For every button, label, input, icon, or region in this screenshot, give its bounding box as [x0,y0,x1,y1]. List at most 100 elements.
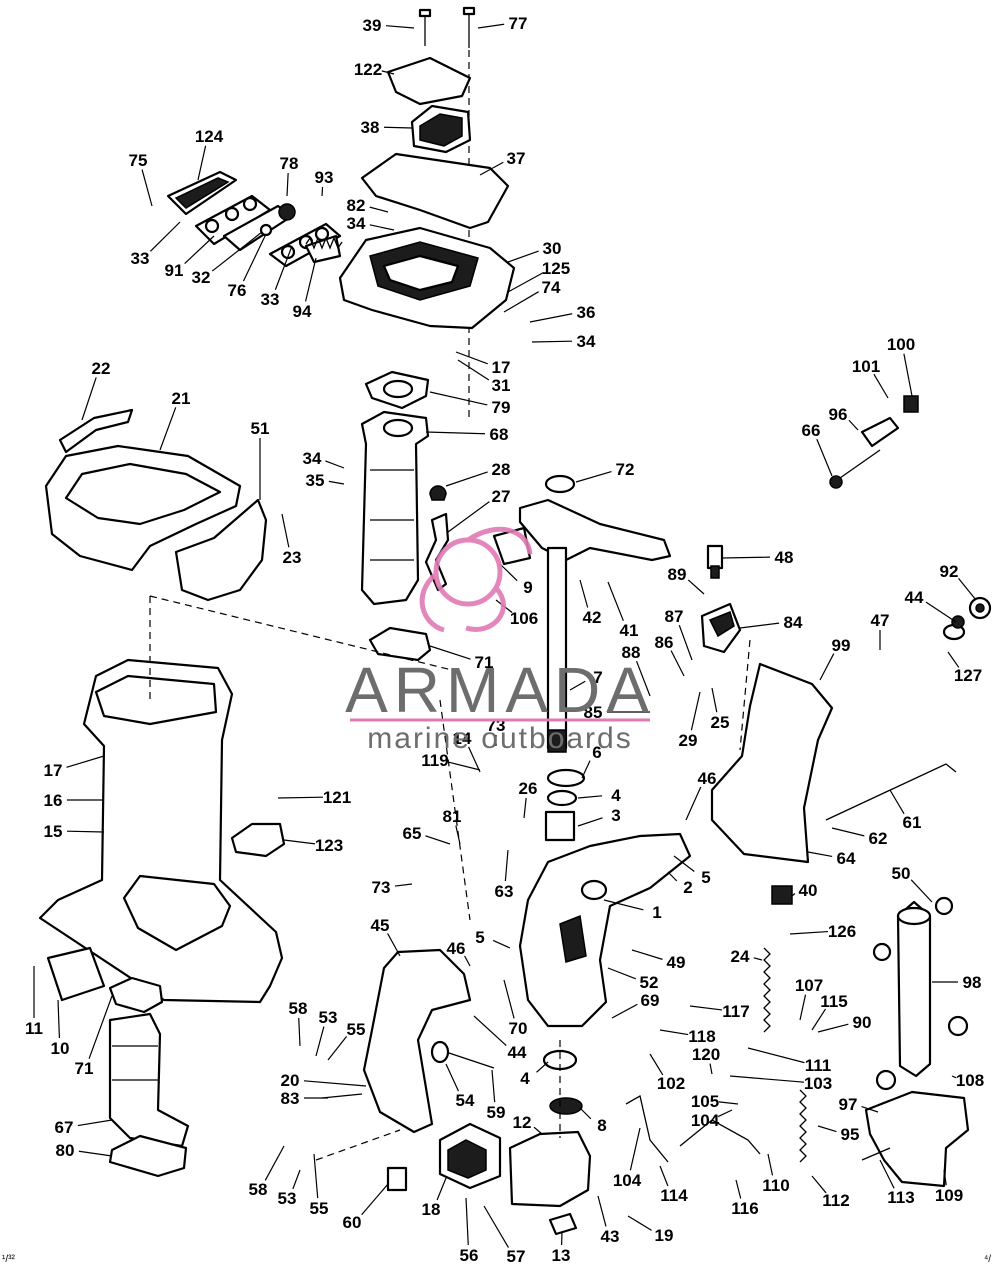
callout-14: 14 [453,729,472,748]
leader-line-28 [445,471,488,487]
leader-line-125 [507,271,544,293]
seal-80-drawing [108,1134,188,1178]
leader-line-100 [903,353,913,397]
callout-72: 72 [616,460,635,479]
leader-line-41 [607,581,624,622]
dash-guide-c [439,699,471,921]
callout-41: 41 [620,621,639,640]
callout-103: 103 [804,1074,832,1093]
leader-line-65 [425,835,451,845]
leader-line-25 [711,687,718,713]
callout-31: 31 [492,376,511,395]
leader-line-108 [951,1075,957,1079]
callout-5: 5 [701,868,710,887]
exhaust-tube-67-drawing [108,1012,190,1148]
strip-22-drawing [58,408,134,454]
leader-line-94 [304,257,317,302]
leader-line-74 [503,291,539,313]
leader-line-72 [575,470,612,483]
leader-line-78 [286,172,289,197]
callout-99: 99 [832,636,851,655]
callout-68: 68 [490,425,509,444]
leader-line-64 [807,851,833,858]
leader-line-34 [325,460,345,469]
leader-line-66 [816,438,833,477]
callout-27: 27 [492,487,511,506]
leader-line-71 [88,995,113,1059]
callout-44: 44 [508,1043,527,1062]
leader-line-37 [479,161,504,176]
callout-89: 89 [668,565,687,584]
leader-line-88 [635,660,651,697]
callout-9: 9 [523,578,532,597]
leader-line-33 [149,221,181,252]
callout-29: 29 [679,731,698,750]
leader-line-87 [678,625,693,661]
leader-line-34 [369,224,395,231]
callout-69: 69 [641,991,660,1010]
dash-guide-f [739,639,751,751]
callout-100: 100 [887,335,915,354]
leader-line-68 [425,431,486,435]
leader-line-52 [607,967,636,980]
callout-58: 58 [289,999,308,1018]
callout-101: 101 [852,357,880,376]
callout-59: 59 [487,1103,506,1122]
shock-98-drawing [872,896,969,1091]
leader-line-99 [819,653,835,681]
lower-cover-21-drawing [44,444,242,572]
callout-22: 22 [92,359,111,378]
callout-33: 33 [261,290,280,309]
callout-71: 71 [75,1059,94,1078]
leader-line-34 [531,340,573,343]
callout-77: 77 [509,14,528,33]
leader-line-104 [629,1127,641,1171]
leader-line-9 [499,563,518,582]
cover-plate-122-drawing [386,56,472,106]
callout-54: 54 [456,1091,475,1110]
callout-53: 53 [319,1008,338,1027]
lever-114-drawing [625,1095,669,1163]
leader-line-120 [709,1063,713,1075]
leader-line-59 [491,1069,496,1103]
leader-line-23 [281,513,290,548]
callout-125: 125 [542,259,570,278]
callout-107: 107 [795,976,823,995]
callout-80: 80 [56,1141,75,1160]
callout-85: 85 [584,703,603,722]
leader-line-4 [577,795,603,799]
callout-55: 55 [347,1020,366,1039]
leader-line-107 [799,994,807,1021]
cam-84-drawing [700,602,742,654]
callout-70: 70 [509,1019,528,1038]
callout-115: 115 [820,992,847,1011]
callout-61: 61 [903,813,922,832]
callout-52: 52 [640,973,659,992]
bracket-109-drawing [864,1090,970,1188]
callout-49: 49 [667,953,686,972]
callout-44: 44 [905,588,924,607]
callout-65: 65 [403,824,422,843]
leader-line-96 [848,419,859,431]
leader-line-63 [504,849,509,882]
leader-line-77 [477,23,505,29]
leader-line-43 [597,1195,607,1227]
callout-42: 42 [583,608,602,627]
callout-45: 45 [371,916,390,935]
tilt-tube-47-drawing [835,596,992,718]
callout-105: 105 [691,1092,719,1111]
callout-51: 51 [251,419,270,438]
leader-line-91 [184,235,215,264]
callout-108: 108 [956,1071,984,1090]
leader-line-115 [811,1008,827,1031]
swivel-bracket-1-drawing [518,832,692,1028]
callout-67: 67 [55,1118,74,1137]
watermark-logo-mark [419,526,533,633]
leader-line-17 [455,351,488,365]
leader-line-118 [659,1029,689,1036]
callout-126: 126 [828,922,856,941]
leader-line-105 [718,1101,739,1105]
callout-106: 106 [510,609,538,628]
block-18-drawing [438,1122,502,1190]
watermark: ARMADA marine outboards [345,526,650,755]
